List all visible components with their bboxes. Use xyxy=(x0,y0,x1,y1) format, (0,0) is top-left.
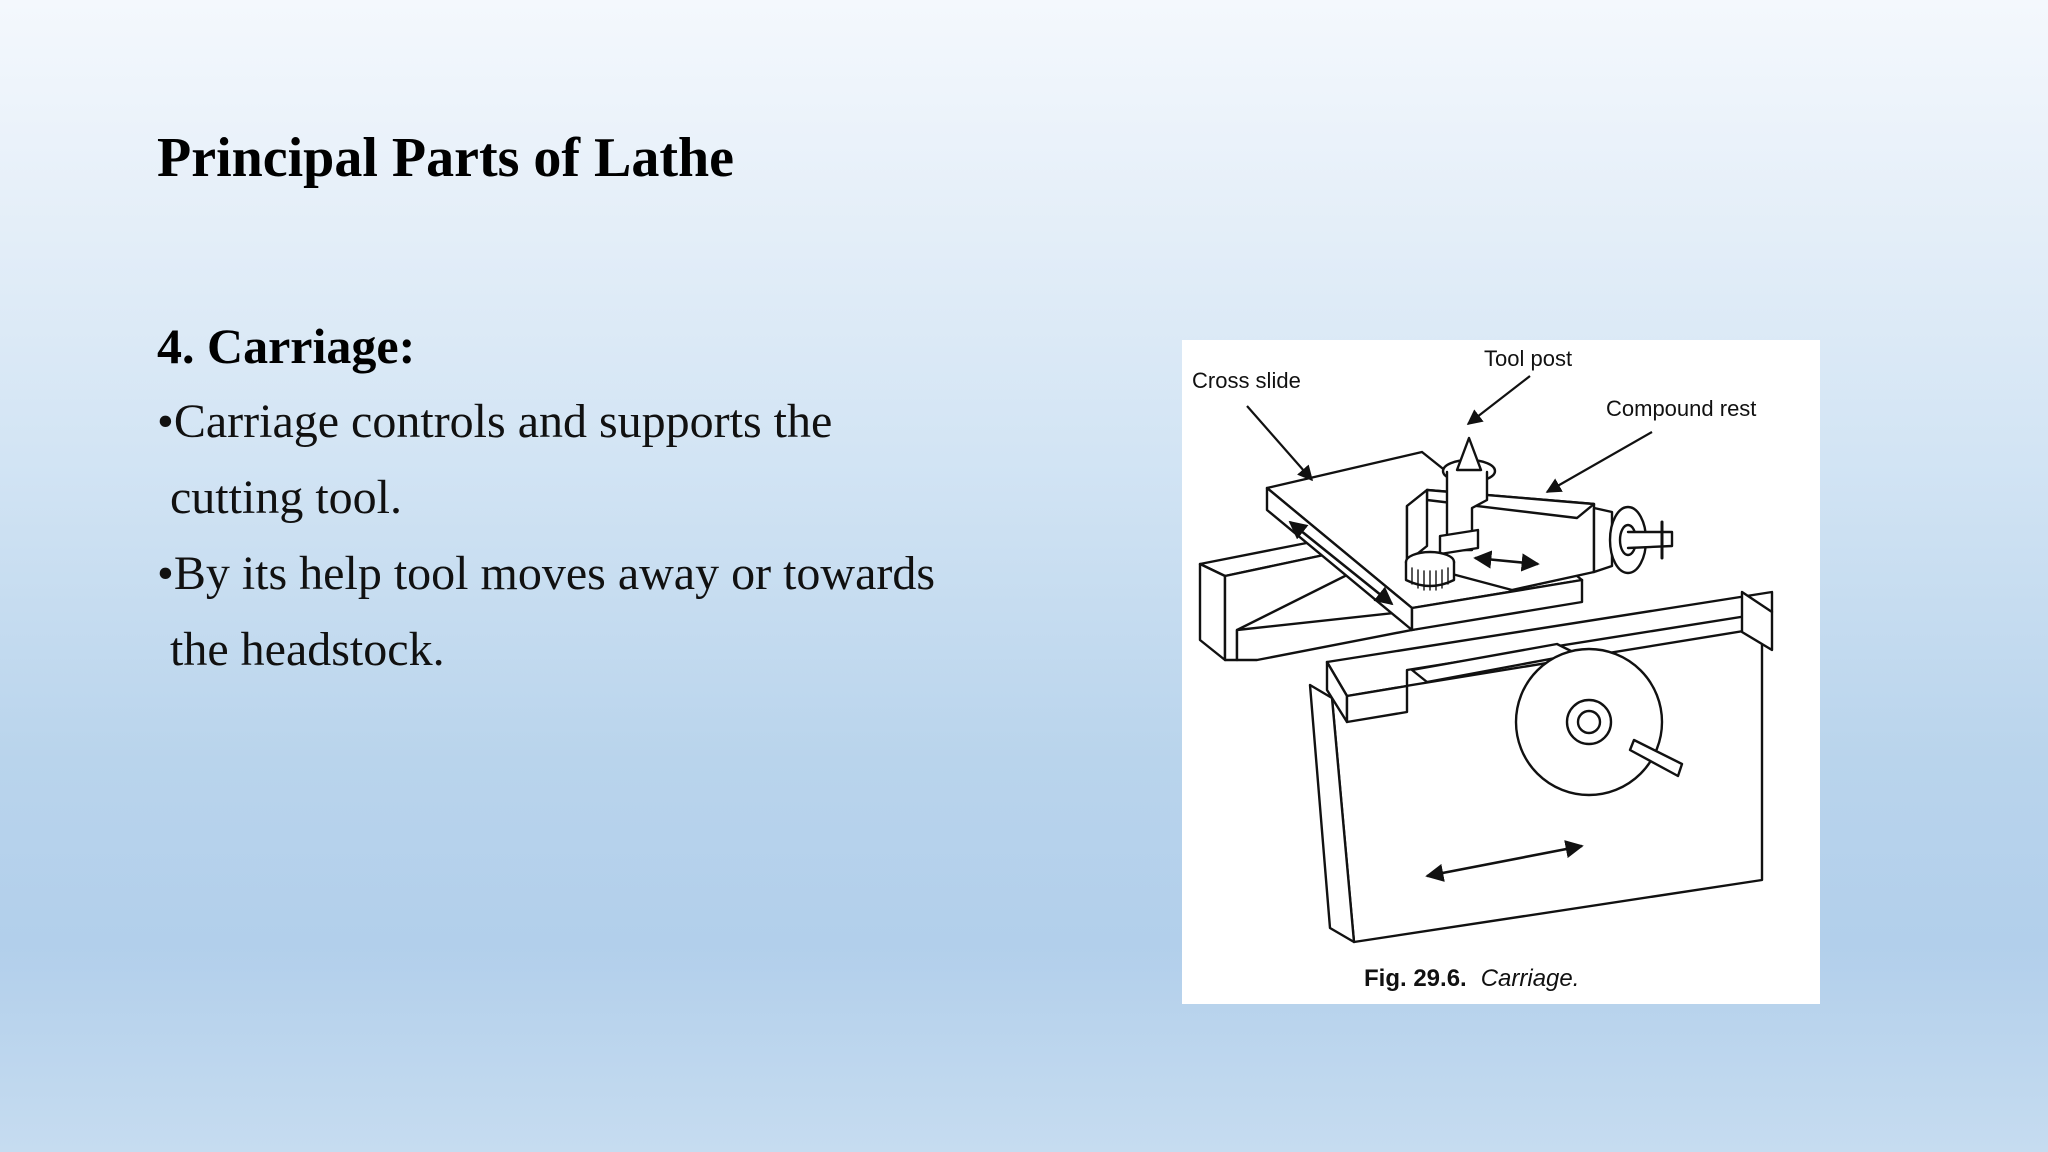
bullet-marker: • xyxy=(157,547,174,600)
carriage-section: 4. Carriage: •Carriage controls and supp… xyxy=(157,308,1057,688)
compound-motion-arrow xyxy=(1473,550,1540,572)
figure-caption-number: Fig. 29.6. xyxy=(1364,965,1467,992)
tool-post-part xyxy=(1438,436,1497,556)
compound-rest-leader xyxy=(1545,431,1653,493)
bullet-item: •By its help tool moves away or towards … xyxy=(157,536,1057,688)
cross-slide-label: Cross slide xyxy=(1192,368,1301,393)
bullet-item: •Carriage controls and supports the cutt… xyxy=(157,384,1057,536)
carriage-motion-arrow xyxy=(1425,840,1584,882)
cross-slide-leader xyxy=(1246,405,1314,482)
figure-caption: Fig. 29.6. Carriage. xyxy=(1364,965,1579,992)
bullet-text-line1: By its help tool moves away or towards xyxy=(173,547,936,600)
compound-rest-label: Compound rest xyxy=(1606,396,1756,421)
bullet-text-line1: Carriage controls and supports the xyxy=(173,395,833,448)
saddle-front-bar xyxy=(1325,590,1774,724)
cross-slide-motion-arrow xyxy=(1288,520,1394,606)
tool-post-leader xyxy=(1466,375,1531,425)
carriage-diagram: Cross slide Tool post Compound rest Fig.… xyxy=(1192,346,1774,992)
figure-caption-title: Carriage. xyxy=(1481,965,1580,992)
tool-post-label: Tool post xyxy=(1484,346,1572,371)
section-heading: 4. Carriage: xyxy=(157,318,416,374)
slide-title: Principal Parts of Lathe xyxy=(157,127,735,189)
compound-handwheel-part xyxy=(1592,505,1674,575)
bullet-list: •Carriage controls and supports the cutt… xyxy=(157,384,1057,688)
knurled-knob-part xyxy=(1404,550,1456,591)
bullet-text-line2: the headstock. xyxy=(170,623,445,676)
bullet-text-line2: cutting tool. xyxy=(170,471,402,524)
bullet-marker: • xyxy=(157,395,174,448)
apron-handwheel-part xyxy=(1514,647,1684,797)
carriage-figure: Cross slide Tool post Compound rest Fig.… xyxy=(1182,340,1820,1004)
